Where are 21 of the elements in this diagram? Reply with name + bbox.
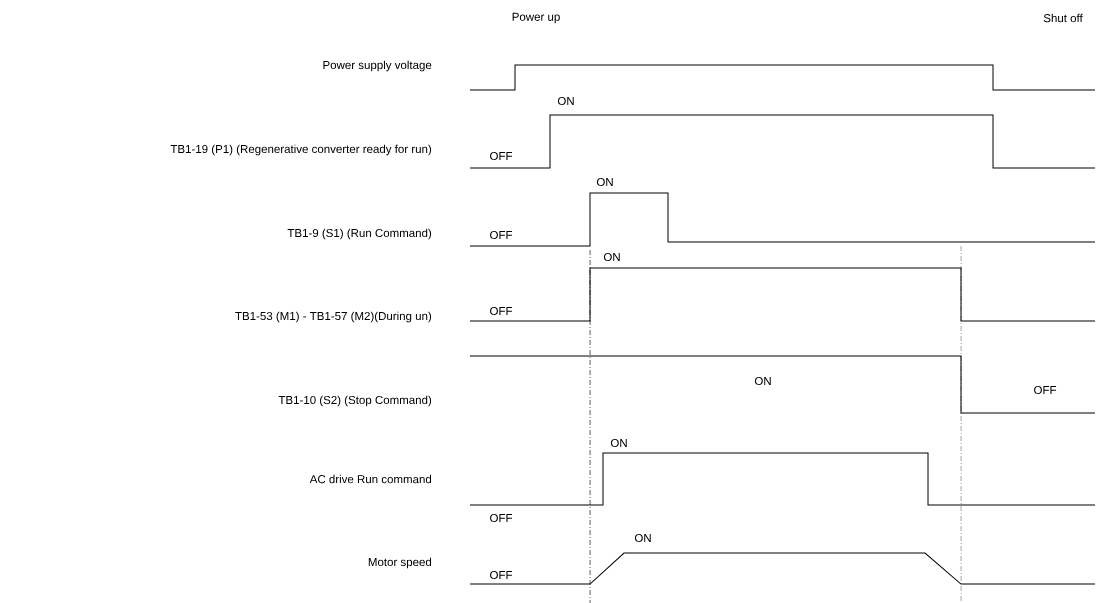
state-label: OFF — [490, 151, 513, 161]
signal-name: Motor speed — [368, 557, 432, 569]
state-label: ON — [610, 438, 627, 448]
event-label: Shut off — [1043, 13, 1083, 23]
state-label: ON — [634, 533, 651, 543]
state-label: ON — [603, 252, 620, 262]
state-label: OFF — [490, 570, 513, 580]
signal-name: AC drive Run command — [309, 474, 432, 484]
signal-name: TB1-19 (P1) (Regenerative converter ready for run) — [170, 144, 432, 156]
state-label: ON — [557, 96, 574, 106]
state-label: OFF — [490, 306, 513, 316]
state-label: OFF — [490, 513, 513, 523]
signal-name: Power supply voltage — [323, 60, 432, 72]
state-label: ON — [596, 177, 613, 187]
state-label: OFF — [1034, 385, 1057, 395]
signal-name: TB1-9 (S1) (Run Command) — [287, 228, 432, 240]
state-label: ON — [754, 376, 771, 386]
signal-name: TB1-10 (S2) (Stop Command) — [278, 395, 432, 407]
event-label: Power up — [512, 12, 560, 24]
state-label: OFF — [490, 230, 513, 240]
signal-name: TB1-53 (M1) - TB1-57 (M2)(During un) — [235, 311, 432, 323]
